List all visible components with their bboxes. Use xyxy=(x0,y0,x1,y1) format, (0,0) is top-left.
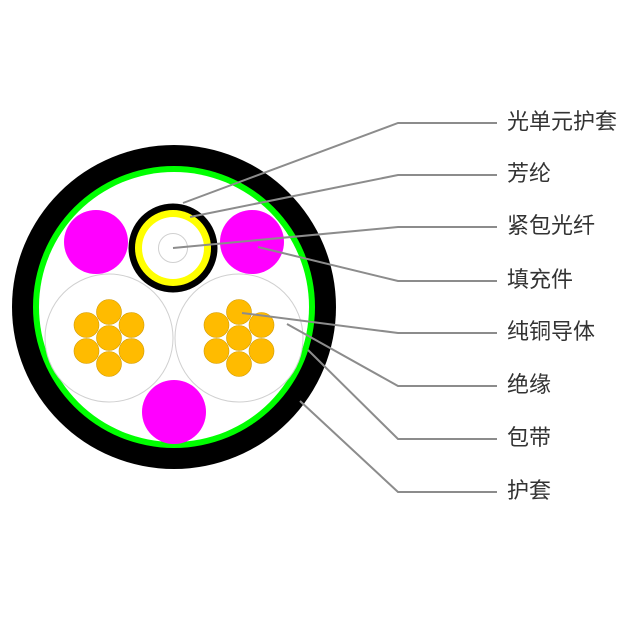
conductor-strand xyxy=(96,299,122,325)
conductor-strand xyxy=(118,338,145,364)
leader-line-insulation xyxy=(286,323,497,387)
conductor-strand xyxy=(96,325,122,351)
conductor-strand xyxy=(226,299,252,325)
filler-right xyxy=(220,210,284,274)
leader-line-aramid xyxy=(189,174,497,218)
filler-left xyxy=(64,210,128,274)
label-sheath: 护套 xyxy=(507,479,552,504)
leader-line-tight-buffered-fiber xyxy=(172,226,497,249)
leader-line-filler xyxy=(257,246,497,282)
label-aramid: 芳纶 xyxy=(507,162,552,187)
label-filler: 填充件 xyxy=(507,268,574,293)
leader-line-sheath xyxy=(299,400,497,493)
label-optical-unit-sheath: 光单元护套 xyxy=(507,110,618,135)
conductor-strand xyxy=(73,312,100,338)
leader-line-copper-conductor xyxy=(241,312,497,334)
conductor-strand xyxy=(96,351,122,377)
conductor-strand xyxy=(118,312,145,338)
label-insulation: 绝缘 xyxy=(507,373,552,398)
conductor-strand xyxy=(226,325,252,351)
conductor-strand xyxy=(226,351,252,377)
conductor-strand xyxy=(203,338,230,364)
conductor-strand xyxy=(248,338,275,364)
label-tight-buffered-fiber: 紧包光纤 xyxy=(507,214,596,239)
label-copper-conductor: 纯铜导体 xyxy=(507,320,596,345)
filler-bottom xyxy=(142,380,206,444)
leader-line-tape xyxy=(307,349,497,440)
conductor-strand xyxy=(73,338,100,364)
conductor-strand xyxy=(248,312,275,338)
leader-line-optical-unit-sheath xyxy=(182,122,497,204)
label-tape: 包带 xyxy=(507,426,552,451)
conductor-strand xyxy=(203,312,230,338)
